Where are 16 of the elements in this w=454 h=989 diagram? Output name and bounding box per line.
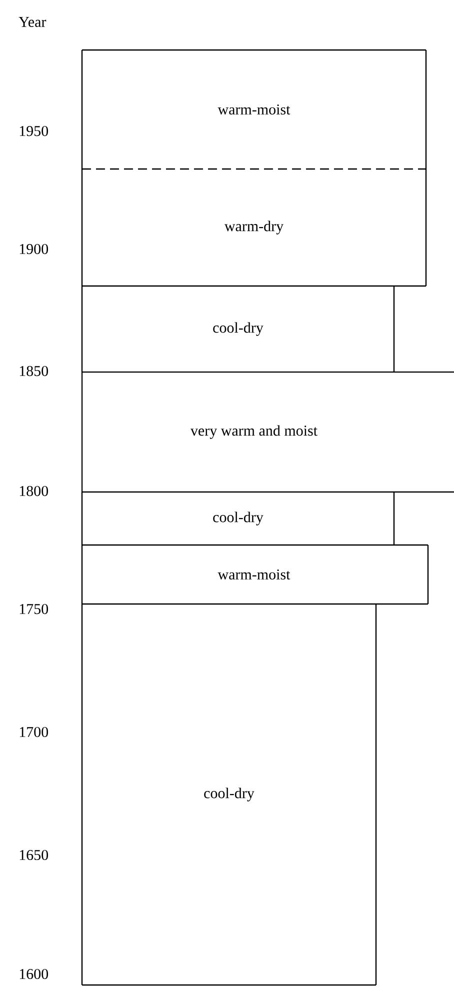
year-label: 1600 bbox=[20, 968, 48, 980]
year-label: 1650 bbox=[20, 850, 48, 860]
climate-band: warm-moist bbox=[81, 544, 429, 605]
climate-band: cool-dry bbox=[81, 285, 395, 373]
year-label: 1700 bbox=[20, 726, 48, 738]
axis-title: Year bbox=[18, 17, 46, 27]
climate-band: warm-dry bbox=[81, 168, 427, 287]
climate-band: warm-moist bbox=[81, 49, 427, 170]
climate-band: cool-dry bbox=[81, 603, 377, 986]
climate-band: very warm and moist bbox=[81, 371, 454, 493]
year-label: 1750 bbox=[20, 604, 48, 614]
year-label: 1850 bbox=[20, 366, 48, 376]
year-label: 1900 bbox=[20, 244, 48, 254]
year-label: 1950 bbox=[20, 126, 48, 136]
climate-band: cool-dry bbox=[81, 491, 395, 546]
year-label: 1800 bbox=[20, 486, 48, 496]
